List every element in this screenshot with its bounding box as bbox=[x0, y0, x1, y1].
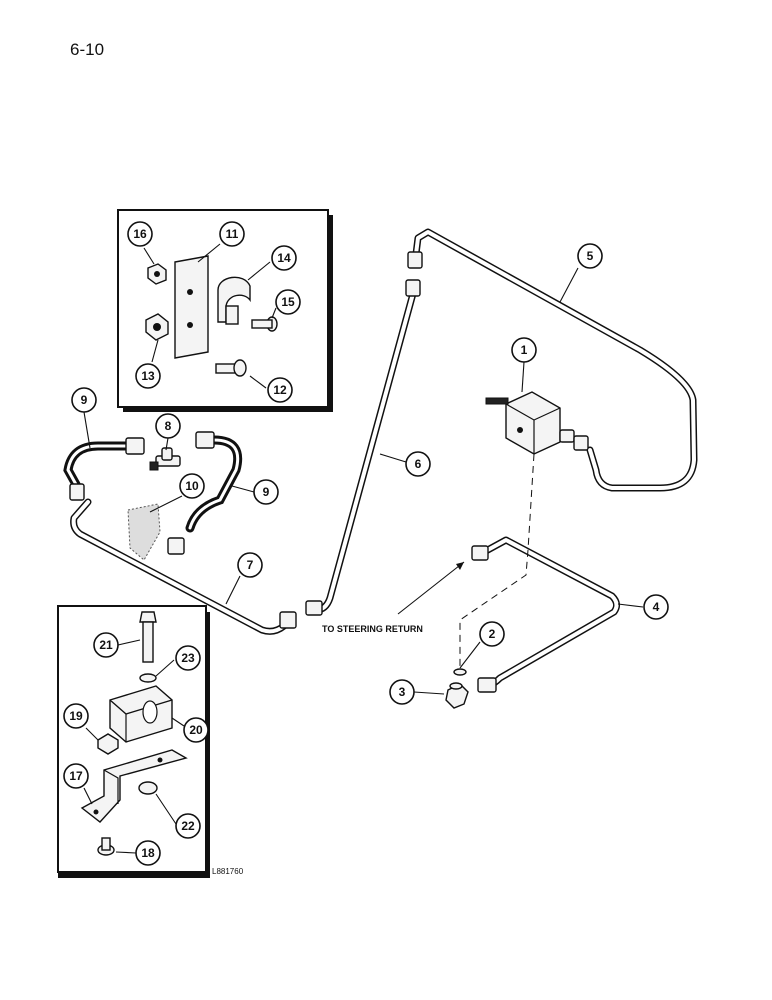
svg-text:20: 20 bbox=[189, 723, 203, 737]
steering-return-label: TO STEERING RETURN bbox=[322, 624, 423, 634]
item-10-part bbox=[127, 503, 161, 561]
nut-16-part bbox=[147, 263, 167, 285]
callout-12: 12 bbox=[267, 377, 293, 403]
callout-14: 14 bbox=[271, 245, 297, 271]
svg-text:5: 5 bbox=[587, 249, 594, 263]
lower-inset: L881760 bbox=[57, 605, 244, 878]
callout-1: 1 bbox=[511, 337, 537, 363]
screw-12-part bbox=[215, 359, 247, 377]
nut-13-part bbox=[145, 313, 169, 341]
callout-2: 2 bbox=[479, 621, 505, 647]
tube-7 bbox=[70, 498, 297, 635]
callout-9-left: 9 bbox=[71, 387, 97, 413]
bracket-17-part bbox=[80, 749, 188, 823]
svg-text:23: 23 bbox=[181, 651, 195, 665]
svg-text:12: 12 bbox=[273, 383, 287, 397]
callout-13: 13 bbox=[135, 363, 161, 389]
callout-11: 11 bbox=[219, 221, 245, 247]
alignment-line bbox=[459, 453, 535, 666]
callout-9-right: 9 bbox=[253, 479, 279, 505]
tube-4 bbox=[471, 536, 621, 693]
svg-text:6: 6 bbox=[415, 457, 422, 471]
callout-22: 22 bbox=[175, 813, 201, 839]
svg-text:18: 18 bbox=[141, 846, 155, 860]
svg-text:17: 17 bbox=[69, 769, 83, 783]
callout-8: 8 bbox=[155, 413, 181, 439]
tube-6 bbox=[305, 279, 421, 616]
callout-5: 5 bbox=[577, 243, 603, 269]
hose-9-right bbox=[167, 431, 243, 555]
valve-1-part bbox=[485, 391, 589, 455]
page-number: 6-10 bbox=[70, 40, 105, 59]
nut-19-part bbox=[97, 733, 119, 755]
screw-15-part bbox=[251, 316, 278, 332]
block-20-part bbox=[109, 685, 173, 743]
svg-text:11: 11 bbox=[226, 227, 239, 241]
svg-text:7: 7 bbox=[247, 558, 254, 572]
grommet-22-part bbox=[138, 781, 158, 795]
svg-text:14: 14 bbox=[277, 251, 291, 265]
callout-3: 3 bbox=[389, 679, 415, 705]
fitting-3-part bbox=[445, 682, 469, 709]
hose-9-left bbox=[63, 437, 145, 501]
callout-15: 15 bbox=[275, 289, 301, 315]
plate-11-part bbox=[174, 255, 209, 359]
svg-text:19: 19 bbox=[69, 709, 83, 723]
callout-21: 21 bbox=[93, 632, 119, 658]
tee-8-part bbox=[149, 447, 181, 471]
svg-text:16: 16 bbox=[133, 227, 147, 241]
callout-17: 17 bbox=[63, 763, 89, 789]
steering-return-leader bbox=[397, 561, 465, 615]
svg-text:9: 9 bbox=[81, 393, 88, 407]
callout-10: 10 bbox=[179, 473, 205, 499]
clamp-14-part bbox=[217, 276, 251, 325]
callout-19: 19 bbox=[63, 703, 89, 729]
callout-20: 20 bbox=[183, 717, 209, 743]
svg-text:15: 15 bbox=[281, 295, 295, 309]
callout-7: 7 bbox=[237, 552, 263, 578]
washer-23-part bbox=[139, 673, 157, 683]
callout-18: 18 bbox=[135, 840, 161, 866]
callout-6: 6 bbox=[405, 451, 431, 477]
callout-23: 23 bbox=[175, 645, 201, 671]
o-ring-2-part bbox=[453, 668, 467, 676]
svg-text:1: 1 bbox=[521, 343, 528, 357]
bolt-21-part bbox=[139, 611, 157, 663]
svg-text:13: 13 bbox=[141, 369, 155, 383]
svg-text:21: 21 bbox=[99, 638, 113, 652]
svg-text:10: 10 bbox=[185, 479, 199, 493]
callout-leaders bbox=[83, 243, 644, 854]
screw-18-part bbox=[97, 837, 115, 856]
svg-text:2: 2 bbox=[489, 627, 496, 641]
svg-text:4: 4 bbox=[653, 600, 660, 614]
svg-text:9: 9 bbox=[263, 485, 270, 499]
figure-code: L881760 bbox=[212, 867, 244, 876]
callout-4: 4 bbox=[643, 594, 669, 620]
svg-text:22: 22 bbox=[181, 819, 195, 833]
svg-text:3: 3 bbox=[399, 685, 406, 699]
tube-5 bbox=[407, 228, 698, 492]
svg-text:8: 8 bbox=[165, 419, 172, 433]
callout-16: 16 bbox=[127, 221, 153, 247]
